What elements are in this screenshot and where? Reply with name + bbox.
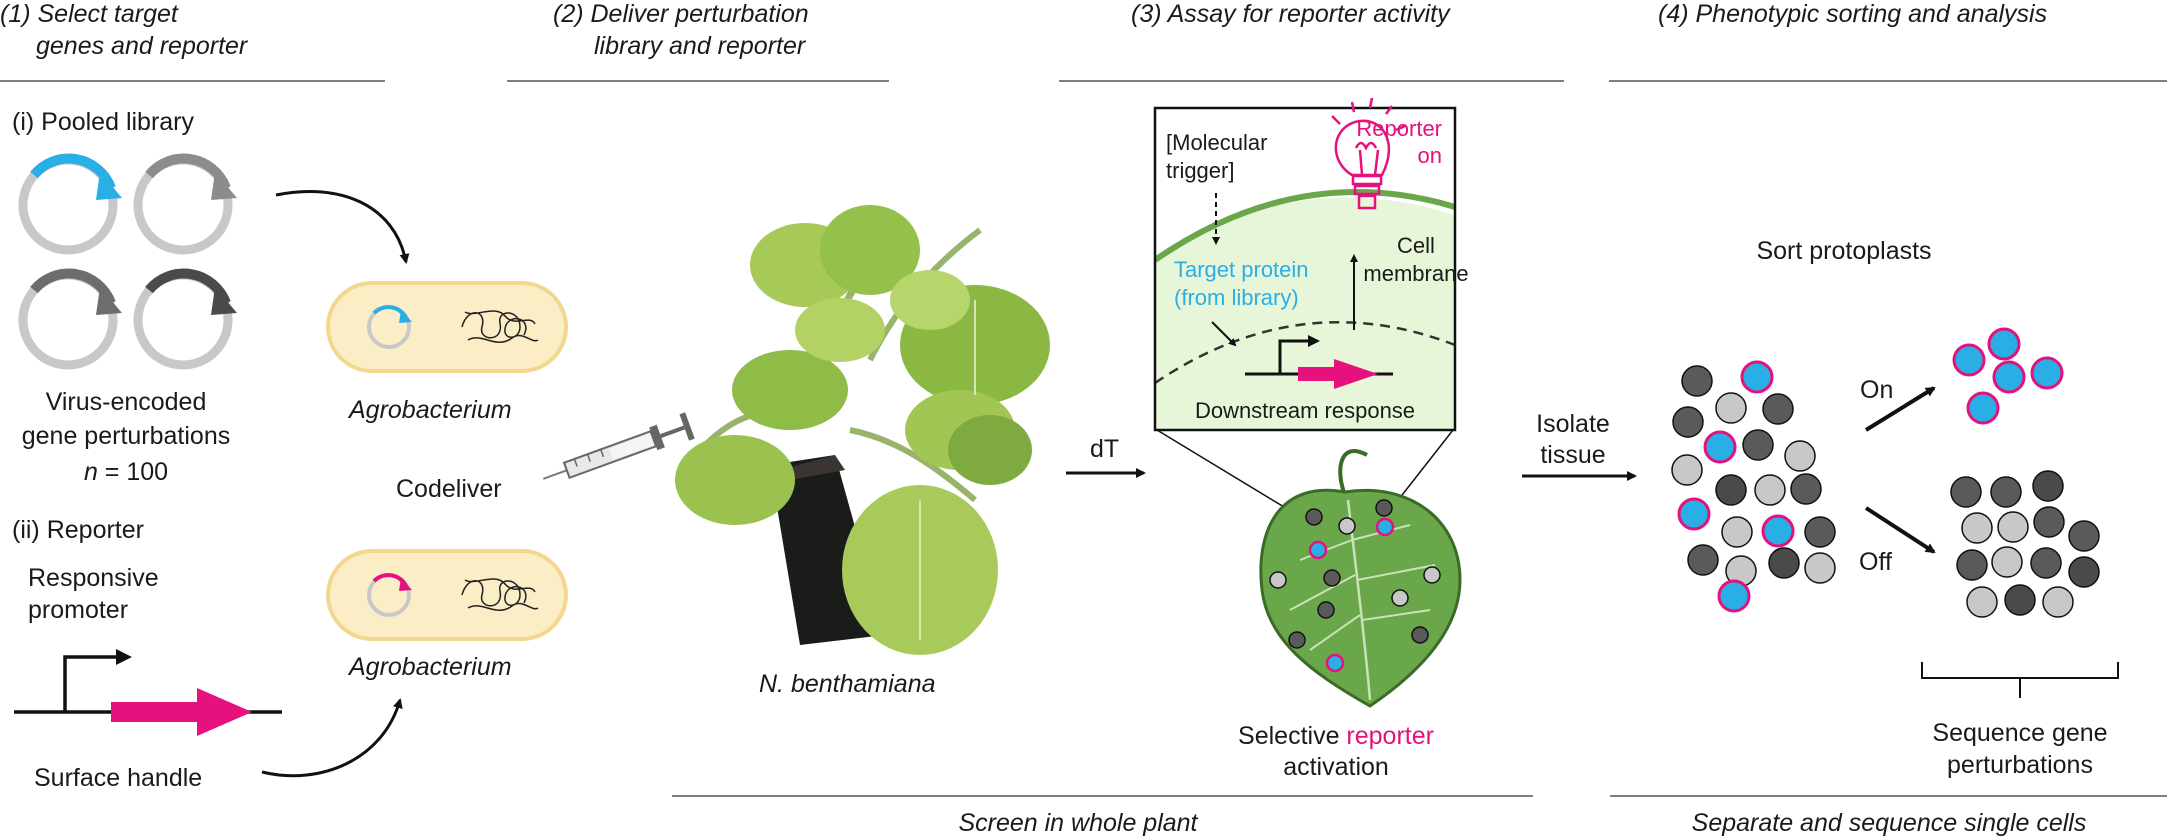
reporter-on-label-line1: Reporter [1356, 116, 1442, 141]
lightbulb-icon [1331, 97, 1406, 210]
step1-title-line1: (1) Select target [0, 0, 179, 28]
sequence-label-line1: Sequence gene [1932, 719, 2107, 747]
on-arrow [1864, 386, 1936, 432]
target-protein-label-line2: (from library) [1174, 285, 1299, 310]
zoom-line-left [1156, 429, 1295, 514]
promoter-label-line2: promoter [28, 596, 128, 624]
step3-title: (3) Assay for reporter activity [1131, 0, 1451, 28]
off-label: Off [1859, 548, 1892, 576]
isolate-tissue-line2: tissue [1540, 441, 1605, 469]
virus-label-line2: gene perturbations [22, 422, 230, 450]
off-arrow [1864, 506, 1936, 554]
sequence-label-line2: perturbations [1947, 751, 2093, 779]
reporter-label: (ii) Reporter [12, 516, 144, 544]
plasmid-grey-1 [133, 153, 237, 255]
library-size: n = 100 [84, 458, 168, 486]
inset-reporter-construct [1245, 335, 1393, 389]
step1-title-line2: genes and reporter [36, 32, 249, 60]
syringe-icon [542, 412, 695, 480]
arrow-library-to-agro [275, 190, 410, 264]
codeliver-label: Codeliver [396, 475, 502, 503]
step4-title: (4) Phenotypic sorting and analysis [1658, 0, 2047, 28]
pooled-library-label: (i) Pooled library [12, 108, 195, 136]
separate-sequence-label: Separate and sequence single cells [1692, 809, 2087, 837]
cell-membrane-label-line1: Cell [1397, 233, 1435, 258]
plasmid-grey-2 [18, 268, 122, 370]
sequence-bracket [1921, 662, 2119, 698]
step2-title-line1: (2) Deliver perturbation [553, 0, 809, 28]
reporter-on-protoplasts [1952, 327, 2064, 425]
surface-handle-label: Surface handle [34, 764, 202, 792]
agrobacterium-cell-1 [326, 281, 568, 373]
selective-activation-line2: activation [1283, 753, 1389, 781]
arrow-reporter-to-agro [261, 698, 403, 778]
agrobacterium-label-2: Agrobacterium [347, 653, 512, 681]
sort-protoplasts-label: Sort protoplasts [1756, 237, 1931, 265]
dt-label: dT [1090, 435, 1119, 463]
target-arrow [1211, 321, 1237, 347]
leaf-illustration [1259, 449, 1462, 708]
cell-membrane-label-line2: membrane [1363, 261, 1468, 286]
step2-title-line2: library and reporter [594, 32, 807, 60]
isolate-tissue-line1: Isolate [1536, 410, 1610, 438]
promoter-label-line1: Responsive [28, 564, 159, 592]
protoplast-mix [1671, 360, 1836, 613]
on-label: On [1860, 376, 1893, 404]
target-protein-label-line1: Target protein [1174, 257, 1309, 282]
plasmid-grey-3 [133, 268, 237, 370]
plant-species-label: N. benthamiana [759, 670, 936, 698]
agrobacterium-label-1: Agrobacterium [347, 396, 512, 424]
reporter-on-label-line2: on [1418, 143, 1442, 168]
trigger-label-line2: trigger] [1166, 158, 1234, 183]
plant-illustration [675, 205, 1050, 655]
agrobacterium-cell-2 [326, 549, 568, 641]
selective-activation-line1: Selective reporter [1238, 722, 1434, 750]
screen-whole-plant-label: Screen in whole plant [958, 809, 1198, 837]
downstream-response-label: Downstream response [1195, 398, 1415, 423]
reporter-off-protoplasts [1950, 470, 2100, 618]
virus-label-line1: Virus-encoded [46, 388, 207, 416]
reporter-construct [14, 649, 282, 736]
trigger-label-line1: [Molecular [1166, 130, 1267, 155]
plasmid-cyan [18, 153, 122, 255]
